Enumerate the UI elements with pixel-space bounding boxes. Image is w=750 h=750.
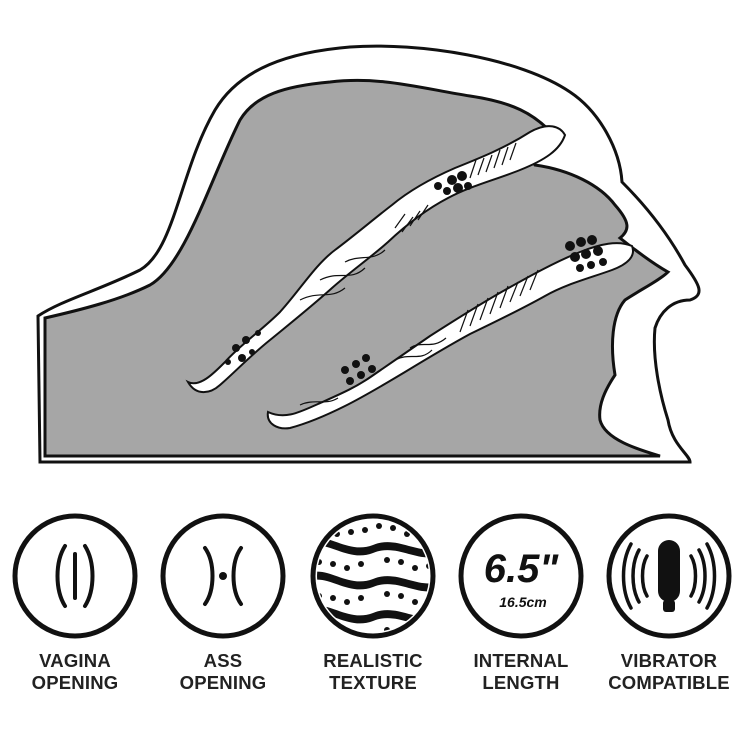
vagina-opening-icon (12, 513, 138, 639)
channel-texture-dots (225, 171, 607, 385)
feature-list: VAGINA OPENING ASS OPENING (0, 500, 750, 720)
upper-channel (185, 125, 567, 394)
product-cross-section-illustration (36, 44, 701, 464)
feature-ass-opening: ASS OPENING (148, 500, 298, 700)
realistic-texture-icon (310, 513, 436, 639)
feature-vibrator-compatible: VIBRATOR COMPATIBLE (594, 500, 744, 700)
channel-texture-lines (299, 142, 539, 406)
vibrator-compatible-icon (606, 513, 732, 639)
lower-channel (266, 242, 634, 430)
feature-label: ASS OPENING (179, 650, 267, 693)
length-metric: 16.5cm (499, 594, 546, 610)
feature-label: VAGINA OPENING (31, 650, 119, 693)
feature-internal-length: 6.5" 16.5cm INTERNAL LENGTH (446, 500, 596, 700)
feature-realistic-texture: REALISTIC TEXTURE (298, 500, 448, 700)
internal-length-icon: 6.5" 16.5cm (458, 513, 584, 639)
feature-label: REALISTIC TEXTURE (323, 650, 423, 693)
feature-vagina-opening: VAGINA OPENING (0, 500, 150, 700)
ass-opening-icon (160, 513, 286, 639)
length-imperial: 6.5" (484, 547, 560, 591)
feature-label: VIBRATOR COMPATIBLE (608, 650, 730, 693)
feature-label: INTERNAL LENGTH (473, 650, 569, 693)
